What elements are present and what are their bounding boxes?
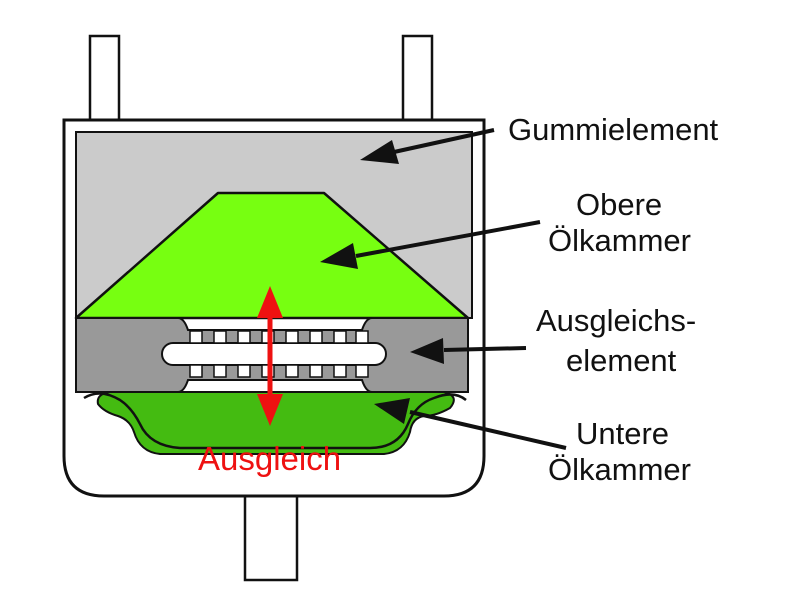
channel-opening-top [309, 330, 323, 344]
bottom-stud [243, 494, 299, 582]
label-ausgleichs-line2: element [566, 343, 677, 378]
compensation-arrow [257, 286, 283, 426]
channel-opening-bottom [309, 364, 323, 378]
membrane [83, 392, 467, 450]
pointer-gummielement [360, 128, 495, 164]
pointer-obere-oelkammer [320, 220, 541, 269]
channel-opening-bottom [213, 364, 227, 378]
channel-opening-top [285, 330, 299, 344]
channel-opening-bottom [237, 364, 251, 378]
lower-oil-chamber [96, 391, 455, 455]
top-left-stud [88, 34, 121, 122]
label-untere-line2: Ölkammer [548, 452, 691, 487]
channel-opening-top [189, 330, 203, 344]
pointer-ausgleichselement [410, 338, 527, 364]
compensation-channel [161, 342, 387, 366]
channel-opening-top [213, 330, 227, 344]
channel-opening-bottom [355, 364, 369, 378]
channel-opening-bottom [333, 364, 347, 378]
channel-opening-top [333, 330, 347, 344]
upper-oil-chamber [74, 191, 470, 320]
label-obere-line2: Ölkammer [548, 223, 691, 258]
pointer-untere-oelkammer [374, 398, 567, 450]
channel-opening-bottom [189, 364, 203, 378]
label-ausgleich: Ausgleich [198, 440, 341, 477]
label-ausgleichs-line1: Ausgleichs- [536, 303, 696, 338]
channel-opening-bottom [285, 364, 299, 378]
channel-opening-top [355, 330, 369, 344]
label-gummielement: Gummielement [508, 112, 719, 147]
label-obere-line1: Obere [576, 187, 662, 222]
top-right-stud [401, 34, 434, 122]
channel-opening-top [237, 330, 251, 344]
label-untere-line1: Untere [576, 416, 669, 451]
